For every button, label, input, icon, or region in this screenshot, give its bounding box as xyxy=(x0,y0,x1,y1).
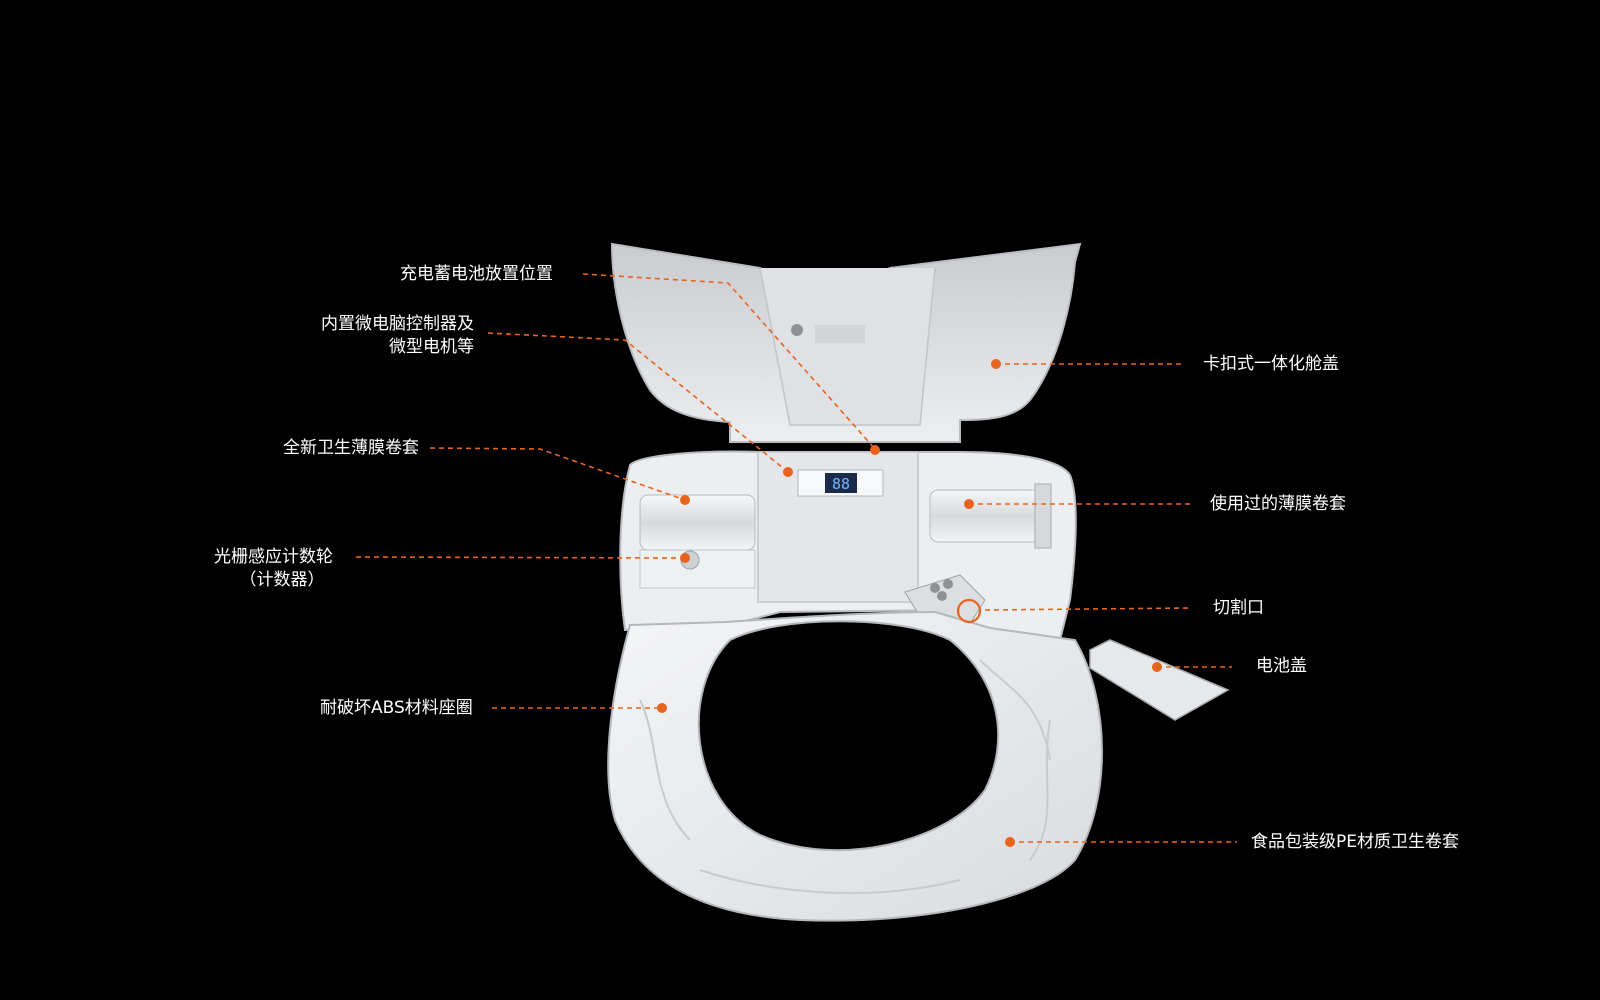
toilet-seat-device: 88 xyxy=(607,242,1230,922)
callout-line-new-film-roll xyxy=(429,447,686,501)
label-controller-line1: 内置微电脑控制器及 xyxy=(321,314,474,334)
label-grating-counter-line2: （计数器） xyxy=(239,570,325,590)
callout-line-battery-location xyxy=(582,273,876,450)
display-readout: 88 xyxy=(832,475,850,493)
label-new-film-roll: 全新卫生薄膜卷套 xyxy=(283,438,419,458)
label-cutting-port: 切割口 xyxy=(1213,598,1264,618)
callout-line-grating-counter xyxy=(355,556,686,559)
dot-used-film-roll xyxy=(964,499,974,509)
cutting-port-marker xyxy=(956,598,982,624)
label-battery-location: 充电蓄电池放置位置 xyxy=(400,264,553,284)
label-used-film-roll: 使用过的薄膜卷套 xyxy=(1210,494,1346,514)
label-battery-cover: 电池盖 xyxy=(1256,656,1307,676)
label-cabin-cover: 卡扣式一体化舱盖 xyxy=(1203,354,1339,374)
used-film-roll xyxy=(929,489,1049,543)
dot-new-film-roll xyxy=(680,495,690,505)
label-grating-counter-line1: 光栅感应计数轮 xyxy=(214,547,333,567)
dot-battery-location xyxy=(870,445,880,455)
callout-line-cutting-port xyxy=(984,607,1191,611)
dot-controller xyxy=(783,467,793,477)
label-pe-sleeve: 食品包装级PE材质卫生卷套 xyxy=(1251,832,1459,852)
dot-cabin-cover xyxy=(991,359,1001,369)
dot-seat-ring xyxy=(657,703,667,713)
label-seat-ring: 耐破坏ABS材料座圈 xyxy=(320,698,473,718)
dot-battery-cover xyxy=(1152,662,1162,672)
label-controller-line2: 微型电机等 xyxy=(389,337,474,357)
dot-grating-counter xyxy=(680,553,690,563)
dot-pe-sleeve xyxy=(1005,837,1015,847)
seat-ring xyxy=(607,610,1103,922)
callout-line-controller xyxy=(487,332,789,473)
new-film-roll xyxy=(639,494,756,551)
battery-cover xyxy=(1089,639,1230,721)
